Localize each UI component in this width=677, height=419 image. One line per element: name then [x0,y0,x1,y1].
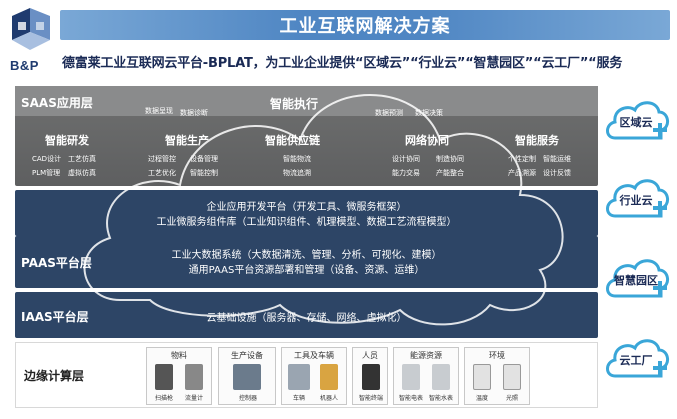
logo-text: B&P [10,58,39,73]
smart-park-cloud: 智慧园区 [603,252,673,304]
right-cloud-label: 云工厂 [619,354,653,367]
saas-top-item: 数据诊断 [180,109,208,117]
edge-group-title: 物料 [171,351,187,360]
electric-meter-icon [402,364,420,390]
saas-category-item: 智能运维 [543,155,571,163]
saas-top-item: 数据决策 [415,109,443,117]
page-title: 工业互联网解决方案 [60,10,670,40]
edge-group-material: 物料 扫描枪 流量计 [146,347,212,405]
edge-item: 智能终端 [358,395,383,402]
saas-category-item: PLM管理 [32,169,61,177]
edge-item: 机器人 [319,395,338,402]
saas-category-item: 物流追溯 [283,169,311,177]
cloud-icon [606,259,669,298]
saas-layer-label: SAAS应用层 [21,96,93,110]
saas-category-title: 智能供应链 [265,134,320,147]
water-meter-icon [432,364,450,390]
edge-group-title: 能源资源 [410,351,442,360]
saas-category-item: 制造协同 [436,155,464,163]
saas-category-item: 过程管控 [148,155,176,163]
saas-category-item: 个性定制 [508,155,536,163]
saas-category-item: 产品溯源 [508,169,536,177]
saas-category-item: 设计协同 [392,155,420,163]
cloud-icon [606,339,669,378]
saas-category-item: 智能控制 [190,169,218,177]
edge-item: 智能电表 [398,395,423,402]
industry-cloud: 行业云 [603,172,673,224]
saas-category-title: 智能服务 [515,134,559,147]
dev-platform-line: 工业微服务组件库（工业知识组件、机理模型、数据工艺流程模型） [156,217,457,228]
saas-category-title: 智能生产 [165,134,209,147]
edge-group-equipment: 生产设备 控制器 [218,347,276,405]
right-cloud-label: 行业云 [619,194,653,207]
saas-category-item: 工艺优化 [148,169,176,177]
controller-icon [233,364,261,390]
edge-group-title: 人员 [362,351,378,360]
edge-item: 光照 [505,395,518,402]
saas-category-item: 设备管理 [190,155,218,163]
right-cloud-label: 智慧园区 [614,274,658,287]
smart-terminal-icon [362,364,380,390]
temperature-sensor-icon [473,364,491,390]
edge-layer-label: 边缘计算层 [24,369,85,383]
saas-category-item: 能力交易 [392,169,420,177]
right-cloud-label: 区域云 [619,116,653,129]
saas-top-center: 智能执行 [270,97,319,111]
saas-category-item: 虚拟仿真 [68,169,96,177]
paas-line: 工业大数据系统（大数据清洗、管理、分析、可视化、建模） [171,250,442,261]
edge-item: 车辆 [292,395,305,402]
edge-group-personnel: 人员 智能终端 [352,347,388,405]
truck-icon [288,364,310,390]
edge-group-title: 工具及车辆 [294,351,334,360]
scanner-icon [155,364,173,390]
company-logo [12,8,50,50]
edge-group-title: 环境 [489,351,505,360]
light-sensor-icon [503,364,521,390]
robot-icon [320,364,338,390]
saas-category-item: 产能整合 [436,169,464,177]
saas-category-item: 智能物流 [283,155,311,163]
saas-category-item: 设计反馈 [543,169,571,177]
iaas-layer-label: IAAS平台层 [21,310,89,324]
cloud-icon [606,101,669,140]
edge-group-environment: 环境 温度 光照 [464,347,530,405]
iaas-line: 云基础设施（服务器、存储、网络、虚拟化） [206,313,407,324]
flowmeter-icon [185,364,203,390]
dev-platform-line: 企业应用开发平台（开发工具、微服务框架） [206,202,407,213]
saas-category-item: CAD设计 [32,155,62,163]
paas-layer-label: PAAS平台层 [21,256,92,270]
edge-layer: 边缘计算层 物料 扫描枪 流量计 生产设备 控制器 工具及车辆 车辆 机器人 人… [15,342,598,408]
edge-group-energy: 能源资源 智能电表 智能水表 [393,347,459,405]
saas-top-item: 数据呈现 [145,107,173,115]
paas-line: 通用PAAS平台资源部署和管理（设备、资源、运维） [188,265,425,276]
cloud-icon [606,179,669,218]
edge-group-title: 生产设备 [231,351,263,360]
cloud-factory: 云工厂 [603,332,673,384]
saas-category-item: 工艺仿真 [68,155,96,163]
edge-item: 扫描枪 [154,395,173,402]
edge-item: 控制器 [238,395,257,402]
saas-top-item: 数据预测 [375,109,403,117]
edge-item: 智能水表 [428,395,453,402]
region-cloud: 区域云 [603,94,673,146]
edge-item: 流量计 [184,395,203,402]
page-subtitle: 德富莱工业互联网云平台-BPLAT，为工业企业提供“区域云”“行业云”“智慧园区… [62,56,623,71]
edge-item: 温度 [475,395,488,402]
edge-group-vehicles: 工具及车辆 车辆 机器人 [281,347,347,405]
saas-category-title: 智能研发 [45,134,89,147]
saas-category-title: 网络协同 [405,134,449,147]
